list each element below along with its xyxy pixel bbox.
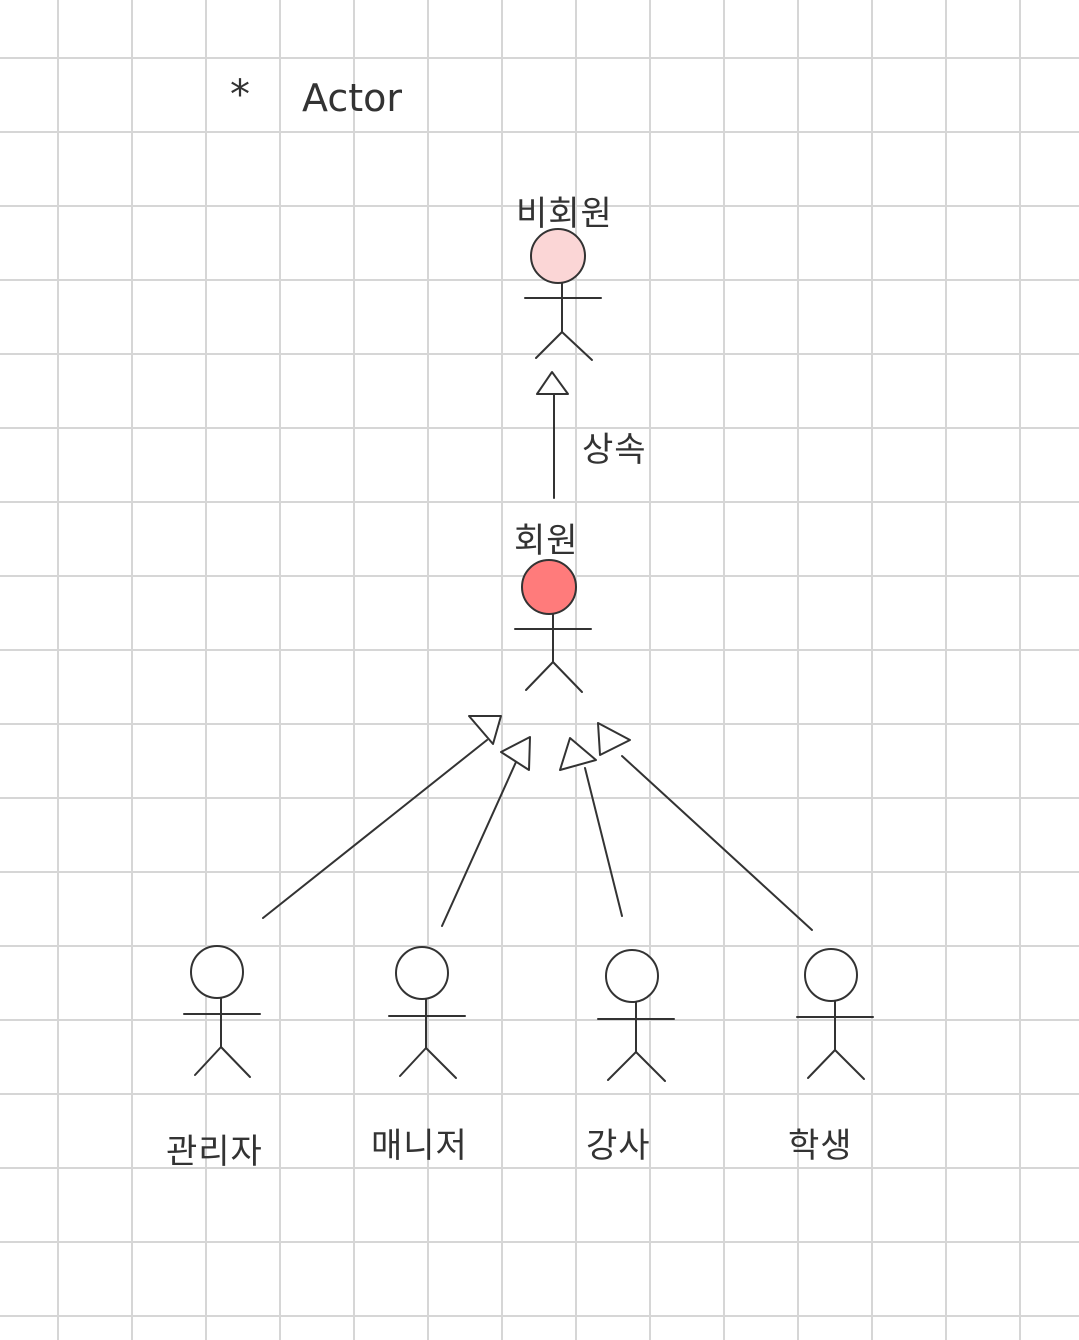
arrowhead-student [597,722,631,756]
actor-manager-figure [388,946,466,1079]
actor-admin-figure [183,945,261,1078]
actor-non-member-leg-left [535,331,563,359]
actor-member-label: 회원 [514,521,579,561]
actor-manager-head [395,946,449,1000]
diagram-title: Actor [302,76,402,120]
actor-non-member-leg-right [561,331,593,361]
actor-non-member-head [530,228,586,284]
actor-instructor-head [605,949,659,1003]
actor-student-head [804,948,858,1002]
arrowhead-instructor [559,737,597,771]
actor-member-leg-right [552,661,583,693]
actor-non-member-figure [524,228,602,361]
inheritance-label: 상속 [582,430,647,470]
inheritance-arrowhead [536,371,569,395]
actor-student-figure [796,948,874,1080]
actor-member-head [521,559,577,615]
actor-member-leg-left [525,661,554,691]
title-marker: * [230,72,250,118]
inheritance-arrow-member-to-non-member [536,371,569,499]
inheritance-arrow-admin [262,715,502,919]
inheritance-arrow-manager [441,736,531,927]
actor-admin-head [190,945,244,999]
actor-instructor-label: 강사 [586,1126,651,1166]
actor-admin-label: 관리자 [166,1132,263,1172]
actor-member-figure [514,559,592,693]
actor-student-label: 학생 [788,1126,853,1166]
arrowhead-manager [500,736,531,771]
arrowhead-admin [468,715,502,745]
actor-instructor-figure [597,949,675,1082]
actor-manager-label: 매니저 [371,1126,468,1166]
inheritance-arrow-instructor [559,737,623,917]
actor-non-member-label: 비회원 [516,194,613,234]
inheritance-arrow-student [597,722,813,931]
